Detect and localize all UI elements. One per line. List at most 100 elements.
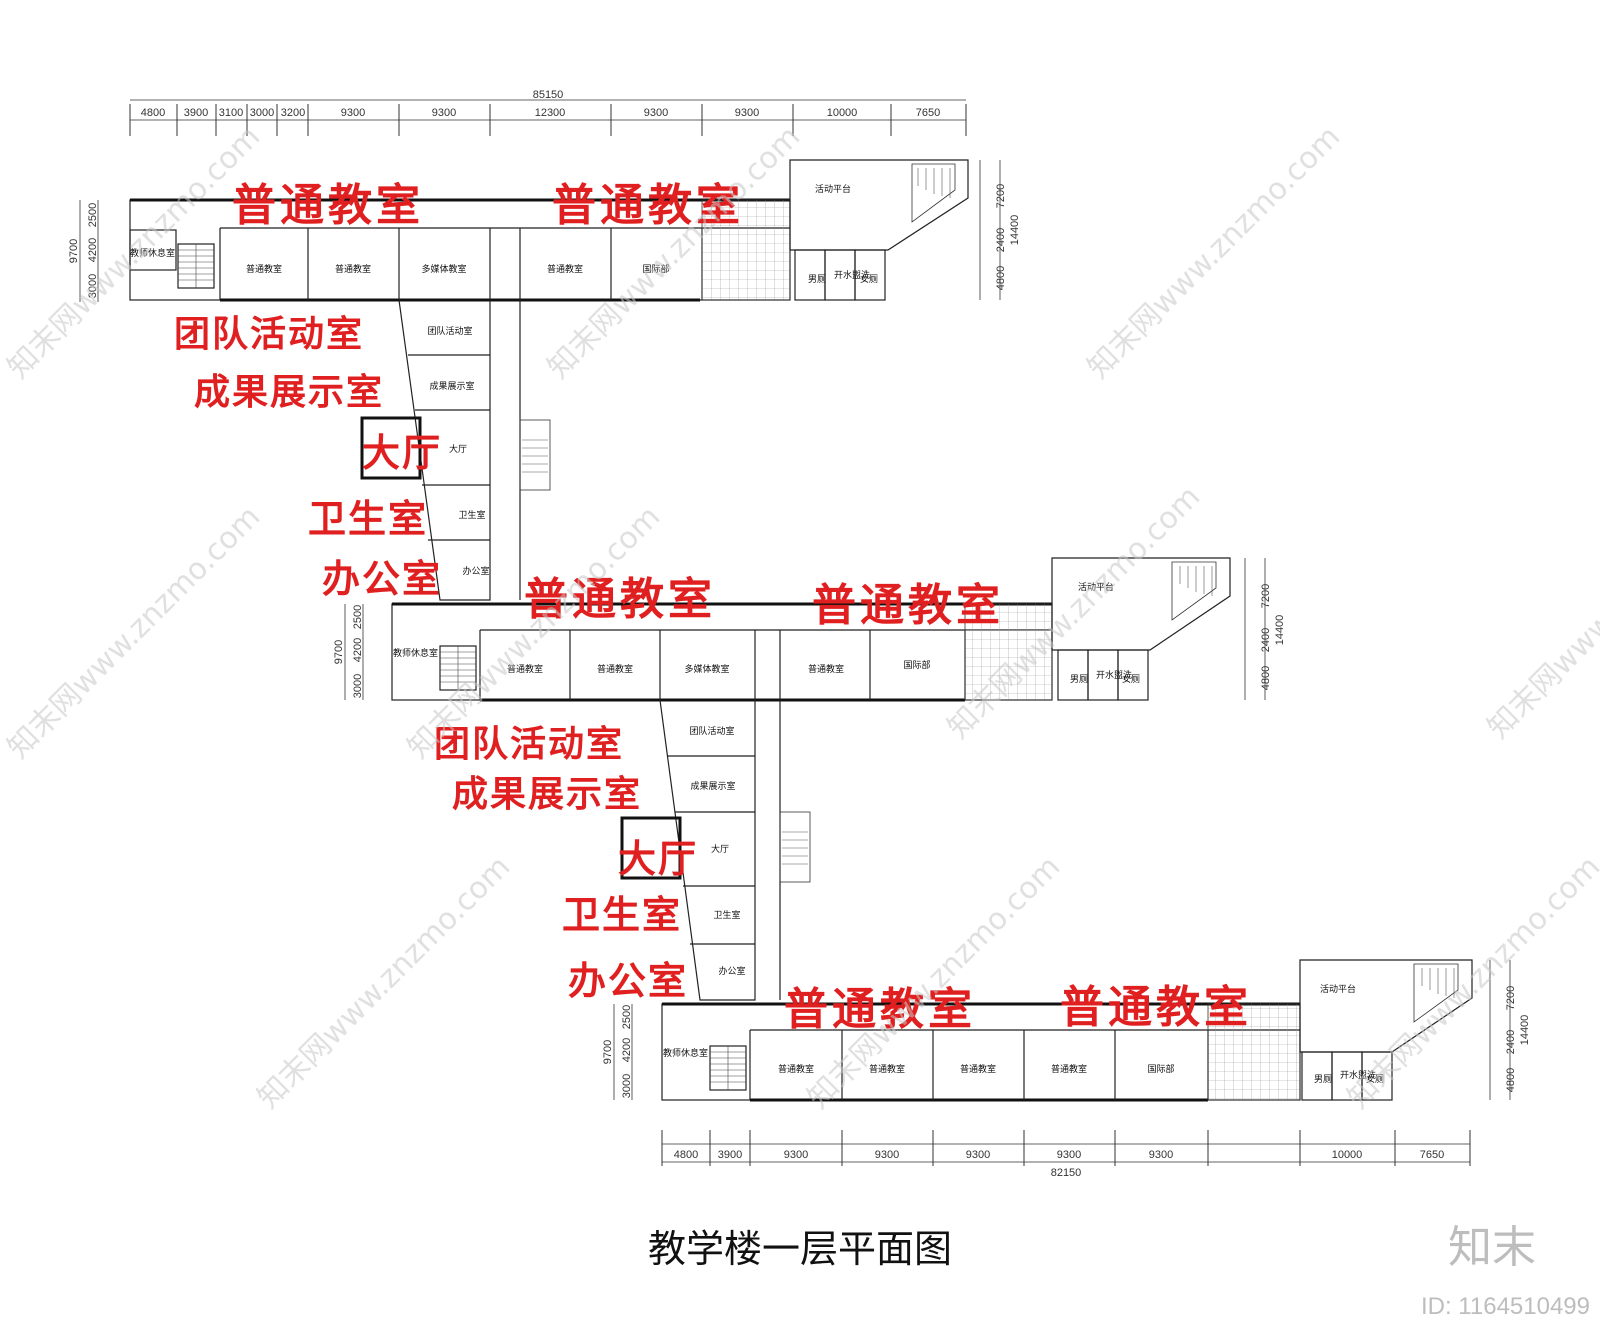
right-dim-b-1: 2400 [995,228,1007,252]
watermark-8: 知末网www.znzmo.com [251,849,517,1115]
wing-bottom: 9700 2500 4200 3000 [602,959,1531,1102]
left-dim-total-3: 9700 [602,1040,614,1064]
big-label-classroom-2a: 普通教室 [524,574,716,625]
right-dim-c-3: 4800 [1505,1068,1517,1092]
room-classroom-3d: 普通教室 [1051,1063,1087,1075]
watermarks: 知末网www.znzmo.com 知末网www.znzmo.com 知末网www… [1,119,1600,1115]
left-dim-b-2: 4200 [352,638,364,662]
room-classroom-2c: 普通教室 [808,663,844,675]
room-classroom-2a: 普通教室 [507,663,543,675]
top-dim-1: 3900 [184,107,208,119]
top-dim-0: 4800 [141,107,165,119]
left-dim-c-1: 3000 [87,274,99,298]
left-dims-1: 9700 2500 4200 3000 [68,200,99,302]
spiral-stair-2 [1171,561,1217,621]
stair-connector-2 [782,831,808,865]
bottom-dim-8: 7650 [1420,1149,1444,1161]
right-dim-total-1: 14400 [1009,215,1021,246]
room-men-3: 男厕 [1314,1074,1332,1085]
room-platform-3: 活动平台 [1320,983,1356,995]
left-dim-b-1: 4200 [87,238,99,262]
connector-1: 团队活动室 成果展示室 大厅 卫生室 办公室 [360,299,551,601]
left-dim-a-3: 2500 [621,1005,633,1029]
top-dim-4: 3200 [281,107,305,119]
room-women-1: 女厕 [860,273,878,285]
top-dim-6: 9300 [432,107,456,119]
room-water-3: 开水盥洗 [1340,1069,1376,1081]
room-team-1: 团队活动室 [427,325,472,337]
right-dim-a-3: 7200 [1505,986,1517,1010]
left-dims-2: 9700 2500 4200 3000 [333,604,364,700]
stair-1 [177,243,215,289]
room-multimedia-1: 多媒体教室 [421,263,466,275]
room-exhibit-2: 成果展示室 [690,780,735,792]
room-international-3: 国际部 [1147,1063,1174,1075]
left-dim-a-1: 2500 [87,203,99,227]
left-dim-total-1: 9700 [68,239,80,263]
bottom-dim-1: 3900 [718,1149,742,1161]
room-lounge-2: 教师休息室 [393,647,438,659]
bottom-dim-2: 9300 [784,1149,808,1161]
top-dim-2: 3100 [219,107,243,119]
left-dim-b-3: 4200 [621,1038,633,1062]
big-label-hall-1: 大厅 [362,431,442,475]
bottom-dim-0: 4800 [674,1149,698,1161]
room-international-2: 国际部 [903,659,930,671]
room-men-1: 男厕 [808,274,826,285]
watermark-4: 知末网www.znzmo.com [1,499,267,765]
top-dim-10: 10000 [827,107,858,119]
right-dims-2: 7200 2400 4800 14400 [1244,558,1286,700]
watermark-3: 知末网www.znzmo.com [1081,119,1347,385]
spiral-stair-3 [1413,963,1459,1023]
left-dim-c-3: 3000 [621,1074,633,1098]
bottom-dim-4: 9300 [966,1149,990,1161]
spiral-stair-1 [911,163,956,223]
room-clinic-2: 卫生室 [713,909,740,921]
top-dim-7: 12300 [535,107,566,119]
big-label-exhibit-1: 成果展示室 [194,372,384,413]
room-exhibit-1: 成果展示室 [429,380,474,392]
bottom-dimension: 4800 3900 9300 9300 9300 9300 9300 10000… [661,1130,1471,1179]
room-hall-1: 大厅 [449,443,467,455]
big-label-hall-2: 大厅 [618,837,698,881]
left-dim-total-2: 9700 [333,640,345,664]
room-team-2: 团队活动室 [689,725,734,737]
big-label-office-1: 办公室 [322,557,442,601]
big-label-classroom-3a: 普通教室 [784,984,976,1035]
top-dim-5: 9300 [341,107,365,119]
top-dim-11: 7650 [916,107,940,119]
bottom-dim-5: 9300 [1057,1149,1081,1161]
connector-2: 团队活动室 成果展示室 大厅 卫生室 办公室 [620,699,811,1001]
brand-logo: 知末 [1448,1222,1536,1273]
room-lounge-1: 教师休息室 [130,247,175,259]
bottom-total-dim: 82150 [1051,1167,1082,1179]
room-women-3: 女厕 [1366,1073,1384,1085]
right-dim-c-2: 4800 [1260,666,1272,690]
bottom-dim-ticks [661,1130,1471,1166]
wing-middle: 9700 2500 4200 3000 [333,557,1286,702]
big-label-classroom-1a: 普通教室 [232,180,424,231]
watermark-7: 知末网www.znzmo.com [1481,479,1600,745]
big-label-team-2: 团队活动室 [434,724,624,765]
room-classroom-1b: 普通教室 [335,263,371,275]
bottom-dim-6: 9300 [1149,1149,1173,1161]
drawing-title: 教学楼一层平面图 [648,1227,952,1271]
red-labels: 普通教室 普通教室 团队活动室 成果展示室 大厅 卫生室 办公室 普通教室 普通… [174,180,1248,1035]
left-dim-c-2: 3000 [352,674,364,698]
bottom-dim-3: 9300 [875,1149,899,1161]
right-dim-b-2: 2400 [1260,628,1272,652]
top-dim-8: 9300 [644,107,668,119]
room-classroom-1c: 普通教室 [547,263,583,275]
room-clinic-1: 卫生室 [458,509,485,521]
watermark-10: 知末网www.znzmo.com [1341,849,1600,1115]
room-international-1: 国际部 [642,263,669,275]
right-dim-c-1: 4800 [995,266,1007,290]
right-dim-a-1: 7200 [995,184,1007,208]
right-dim-a-2: 7200 [1260,584,1272,608]
stair-2 [439,645,477,691]
top-total-dim: 85150 [533,89,564,101]
room-platform-2: 活动平台 [1078,581,1114,593]
room-water-1: 开水盥洗 [834,269,870,281]
big-label-clinic-1: 卫生室 [308,497,428,541]
